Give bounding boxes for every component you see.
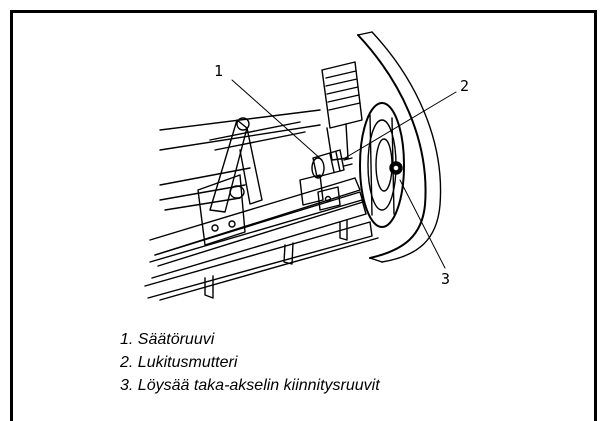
legend-item-adjustment-screw: 1. Säätöruuvi: [120, 331, 215, 348]
legend-item-rear-axle-screws: 3. Löysää taka-akselin kiinnitysruuvit: [120, 377, 380, 394]
parts-legend: 1. Säätöruuvi 2. Lukitusmutteri 3. Löysä…: [120, 328, 380, 397]
callout-number-2: 2: [460, 77, 470, 95]
legend-item-lock-nut: 2. Lukitusmutteri: [120, 354, 238, 371]
callout-number-3: 3: [441, 270, 451, 288]
figure-frame: [10, 10, 597, 421]
callout-number-1: 1: [214, 62, 224, 80]
